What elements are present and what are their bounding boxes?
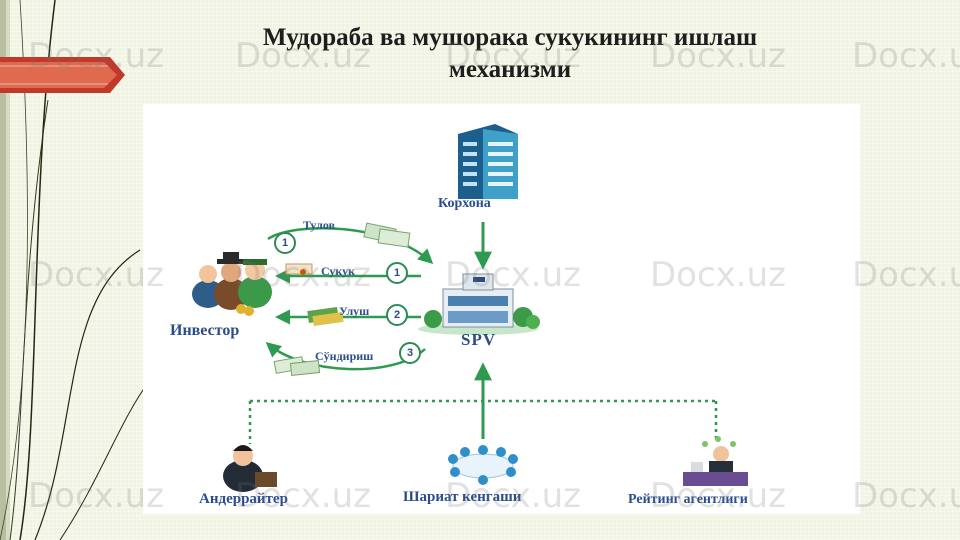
- flow-number-1-top: 1: [274, 232, 296, 254]
- watermark: Docx.uz: [852, 255, 960, 295]
- underwriter-icon: [223, 445, 277, 492]
- spv-label: SPV: [461, 330, 497, 349]
- rating-agency-label: Рейтинг агентлиги: [628, 492, 748, 507]
- cash-stack-icon: [307, 306, 344, 327]
- investor-group-icon: [192, 252, 272, 316]
- spv-building-icon: [418, 273, 540, 335]
- diagram-svg: [192, 124, 748, 492]
- flow-label-redemption: Сўндириш: [315, 349, 374, 363]
- flow-number-2: 2: [386, 304, 408, 326]
- title-line-2: механизми: [448, 56, 572, 83]
- banknote-icon: [273, 356, 321, 376]
- underwriter-label: Андеррайтер: [199, 491, 288, 507]
- investor-label: Инвестор: [170, 322, 240, 339]
- flow-number-1-mid: 1: [386, 262, 408, 284]
- flow-label-payment: Тулов: [303, 218, 336, 232]
- red-arrow-icon: [0, 57, 125, 93]
- diagram-panel: Корхона SPV Инвестор Андеррайтер Шариат …: [143, 104, 860, 514]
- flow-number-3: 3: [399, 342, 421, 364]
- flow-label-sukuk: Сукук: [321, 264, 356, 278]
- enterprise-building-icon: [458, 124, 518, 199]
- left-decoration: [0, 0, 150, 540]
- money-icon: [363, 222, 411, 248]
- watermark: Docx.uz: [852, 476, 960, 516]
- slide-title: Мудораба ва мушорака сукукининг ишлаш ме…: [200, 22, 820, 86]
- flow-label-share: Улуш: [339, 304, 370, 318]
- title-line-1: Мудораба ва мушорака сукукининг ишлаш: [262, 24, 758, 51]
- watermark: Docx.uz: [852, 36, 960, 76]
- rating-agency-icon: [683, 436, 748, 486]
- sharia-council-icon: [448, 445, 518, 485]
- enterprise-label: Корхона: [438, 196, 491, 211]
- certificate-icon: [285, 263, 313, 275]
- sharia-council-label: Шариат кенгаши: [403, 489, 522, 505]
